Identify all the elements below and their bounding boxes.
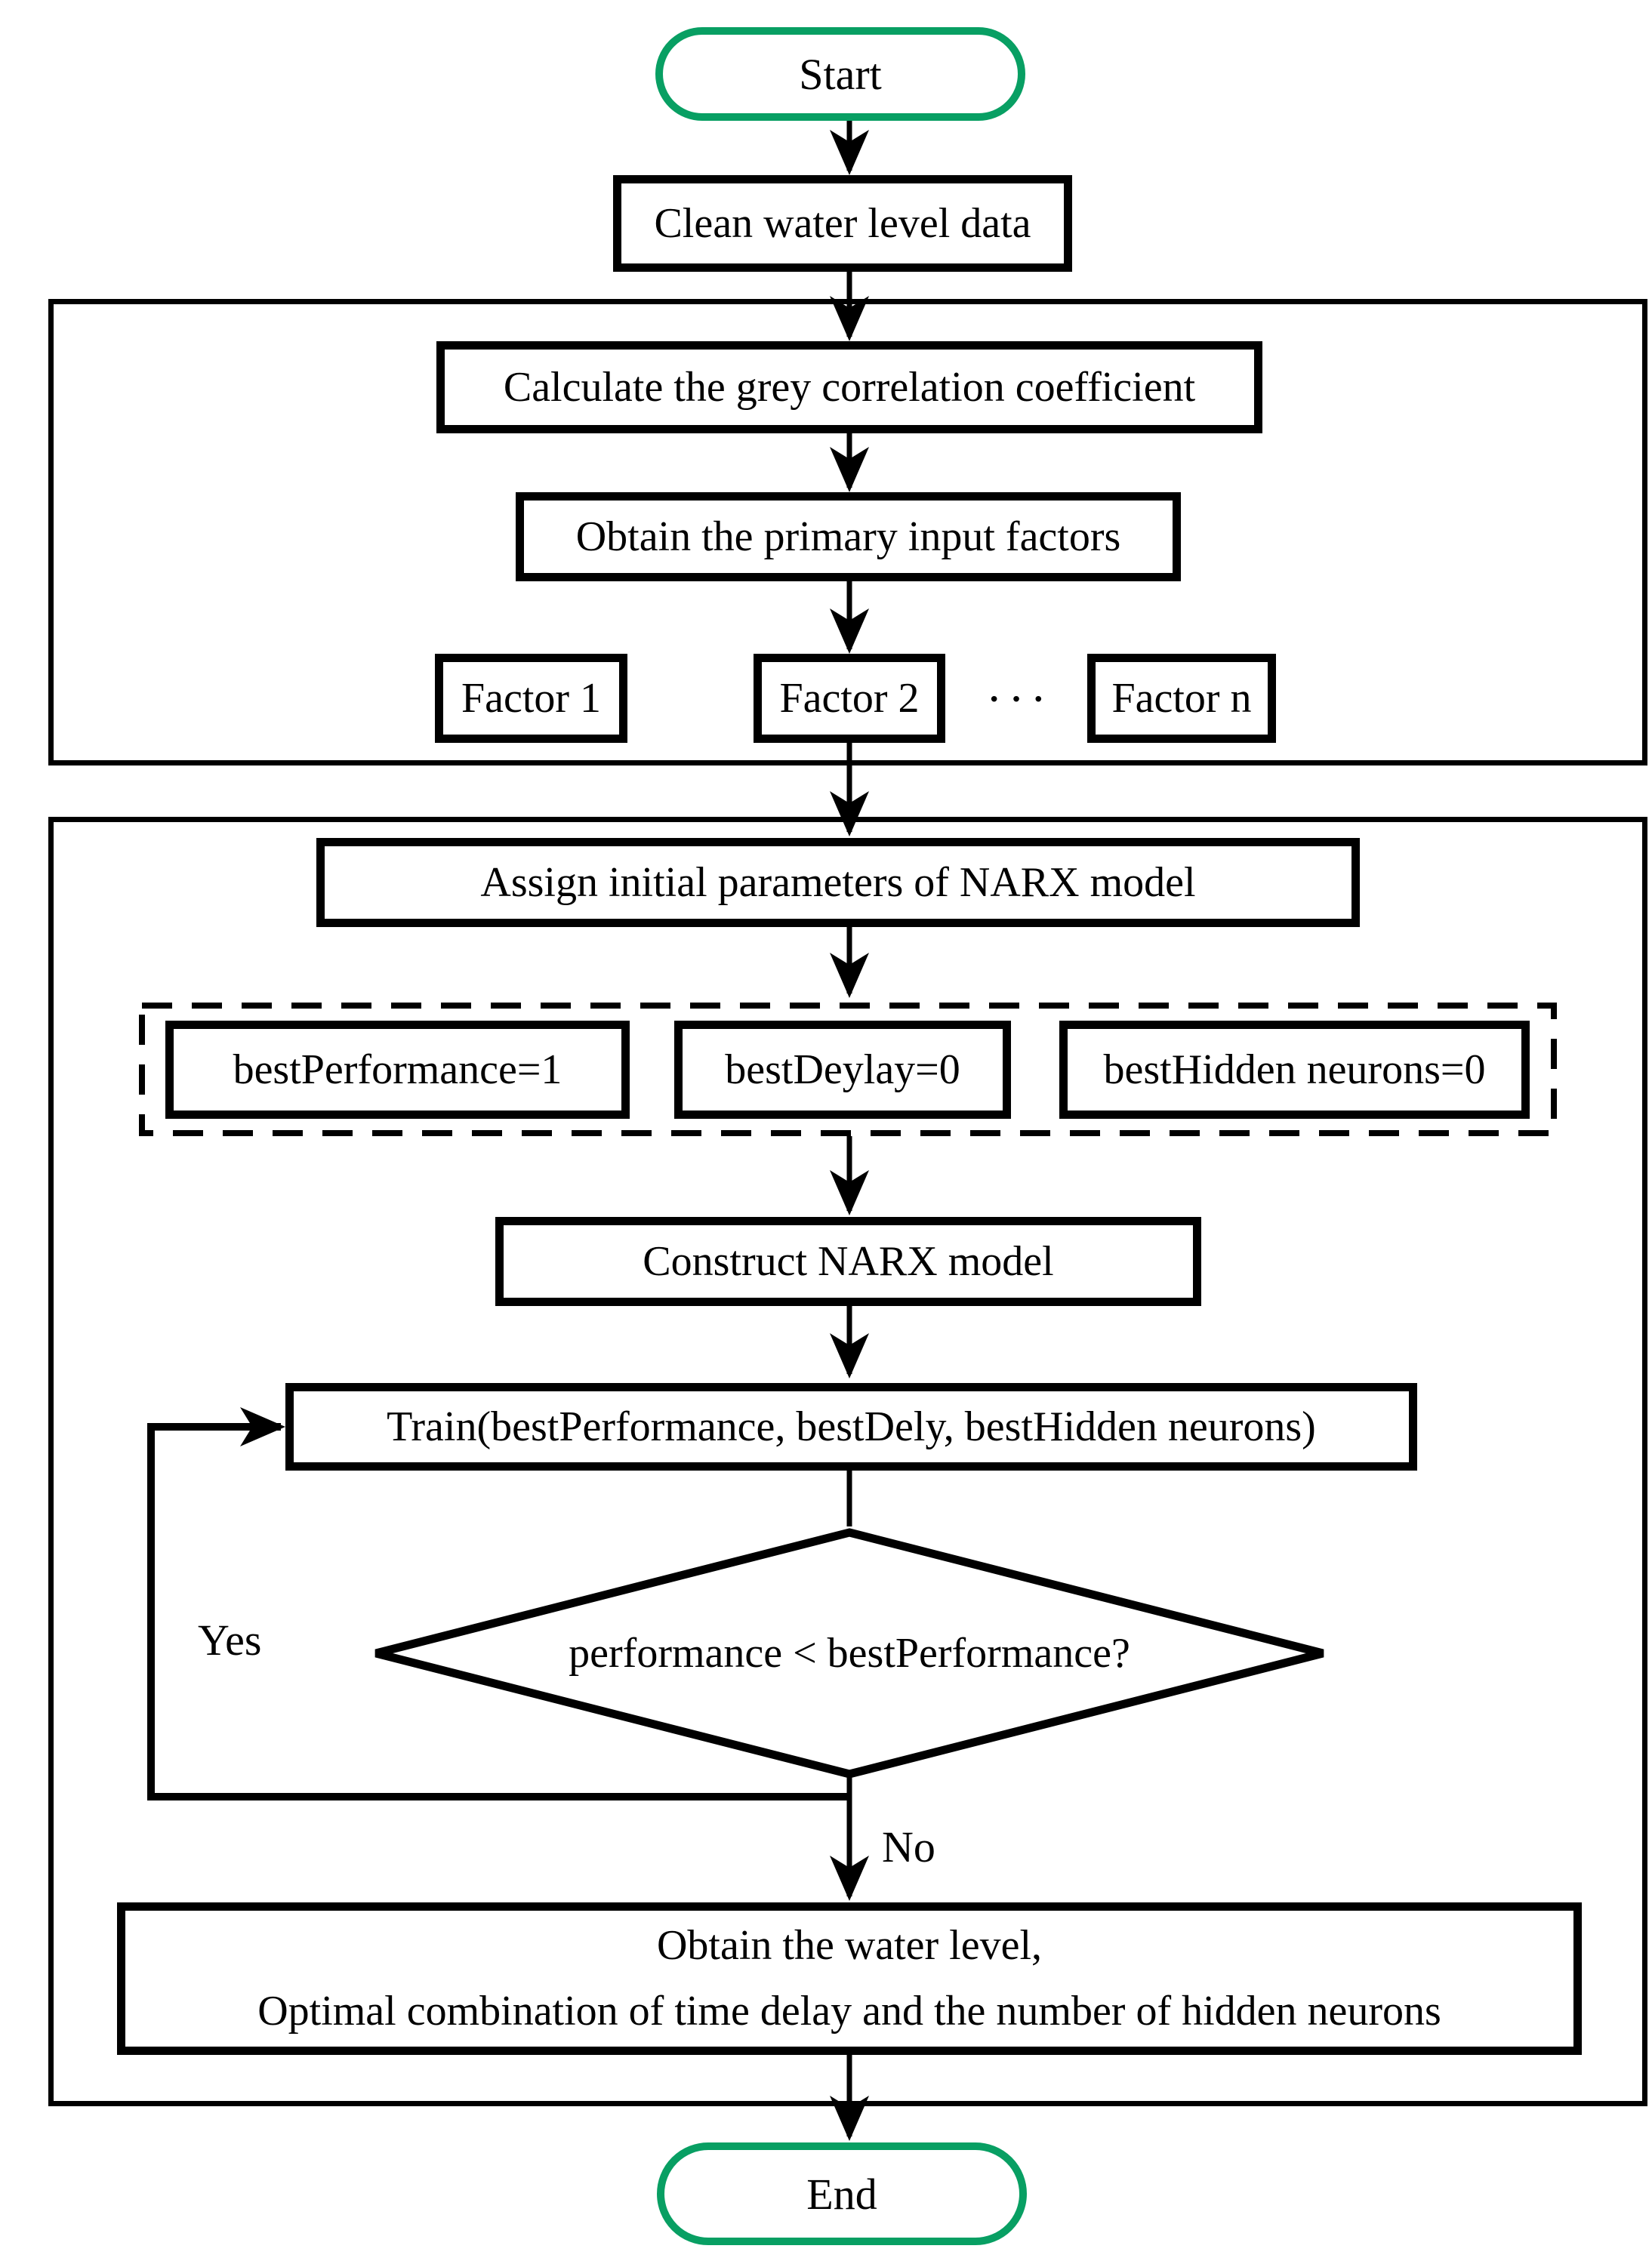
- yes-text: Yes: [198, 1616, 262, 1665]
- best-hidden-label: bestHidden neurons=0: [1103, 1046, 1486, 1093]
- decision-label: performance < bestPerformance?: [569, 1630, 1130, 1677]
- factor-2-box: Factor 2: [754, 654, 945, 743]
- clean-data-label: Clean water level data: [654, 199, 1031, 247]
- yes-branch-label: Yes: [198, 1619, 261, 1662]
- grey-correlation-label: Calculate the grey correlation coefficie…: [503, 363, 1196, 411]
- factor-1-box: Factor 1: [435, 654, 627, 743]
- train-label: Train(bestPerformance, bestDely, bestHid…: [387, 1403, 1316, 1450]
- best-hidden-box: bestHidden neurons=0: [1059, 1021, 1530, 1119]
- factor-2-label: Factor 2: [779, 674, 920, 722]
- construct-narx-label: Construct NARX model: [643, 1237, 1054, 1285]
- best-performance-box: bestPerformance=1: [165, 1021, 630, 1119]
- factor-1-label: Factor 1: [461, 674, 602, 722]
- end-terminal: End: [657, 2142, 1027, 2245]
- construct-narx-step: Construct NARX model: [495, 1217, 1201, 1306]
- primary-factors-step: Obtain the primary input factors: [516, 492, 1181, 581]
- decision-diamond-shape: [374, 1528, 1324, 1779]
- no-text: No: [882, 1822, 935, 1871]
- yes-loop-line: [147, 1407, 852, 1800]
- end-label: End: [806, 2169, 877, 2219]
- result-step: Obtain the water level, Optimal combinat…: [117, 1902, 1582, 2055]
- result-line1: Obtain the water level,: [656, 1922, 1042, 1970]
- decision-label-wrap: performance < bestPerformance?: [472, 1627, 1227, 1680]
- init-params-dashed-box: [139, 1003, 1557, 1136]
- grey-correlation-step: Calculate the grey correlation coefficie…: [436, 341, 1262, 433]
- best-performance-label: bestPerformance=1: [233, 1046, 562, 1093]
- best-delay-box: bestDeylay=0: [674, 1021, 1011, 1119]
- result-line2: Optimal combination of time delay and th…: [257, 1988, 1441, 2035]
- start-label: Start: [799, 49, 882, 99]
- start-terminal: Start: [655, 27, 1025, 121]
- primary-factors-label: Obtain the primary input factors: [575, 513, 1121, 560]
- clean-data-step: Clean water level data: [613, 175, 1072, 272]
- factor-ellipsis: ···: [966, 669, 1072, 729]
- factor-ellipsis-label: ···: [986, 672, 1053, 725]
- best-delay-label: bestDeylay=0: [725, 1046, 960, 1093]
- assign-params-label: Assign initial parameters of NARX model: [480, 858, 1196, 906]
- no-branch-label: No: [882, 1825, 935, 1869]
- factor-n-label: Factor n: [1111, 674, 1252, 722]
- train-step: Train(bestPerformance, bestDely, bestHid…: [285, 1383, 1417, 1471]
- factor-n-box: Factor n: [1087, 654, 1276, 743]
- assign-params-step: Assign initial parameters of NARX model: [316, 838, 1360, 927]
